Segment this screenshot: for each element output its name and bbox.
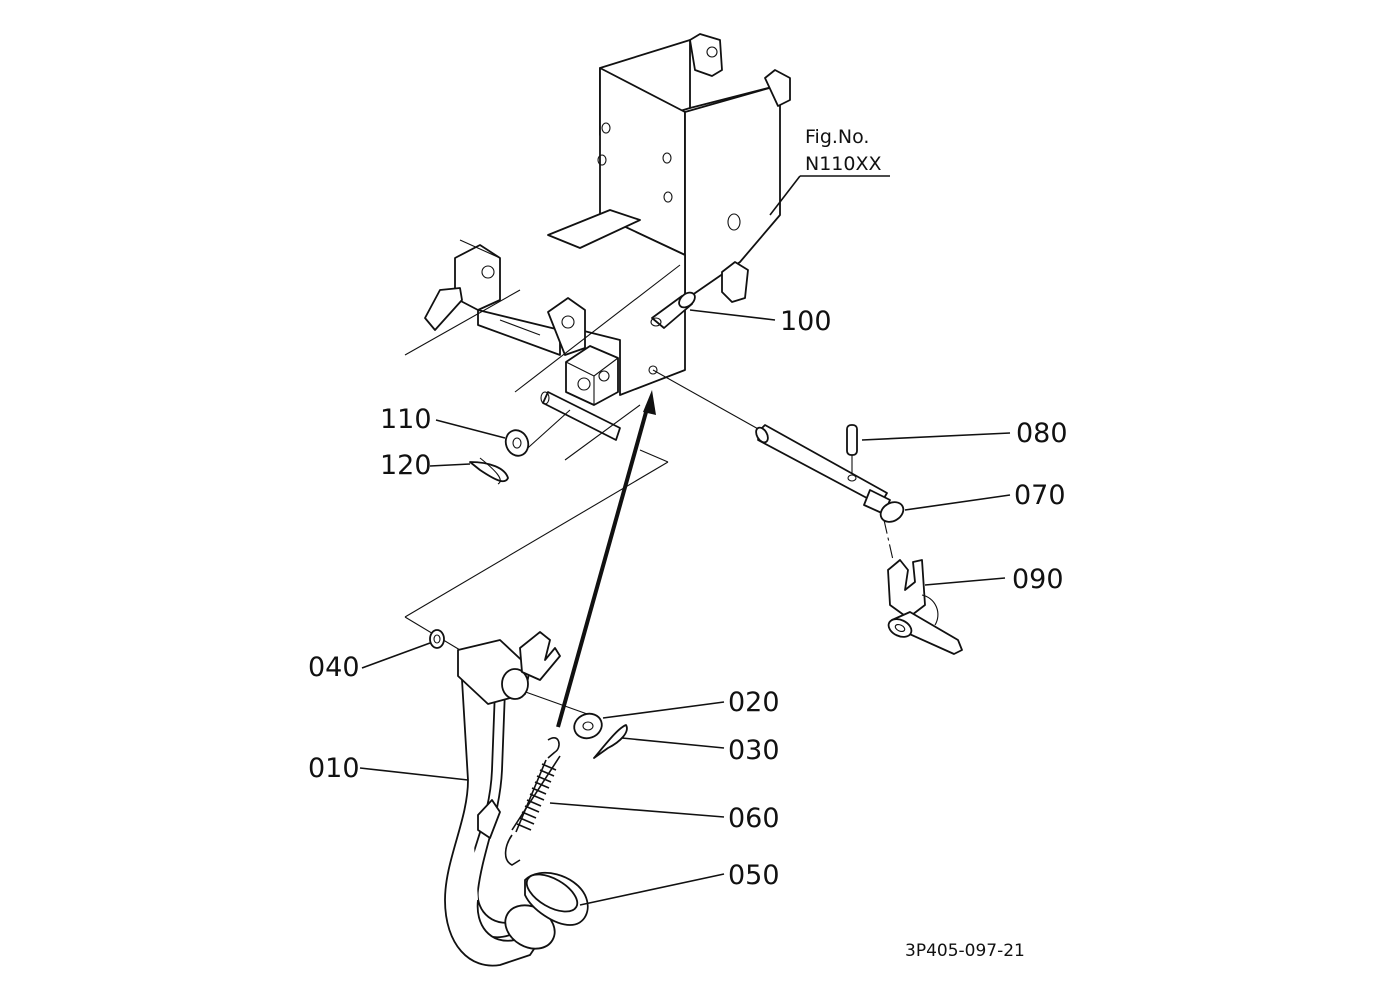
callout-080: 080 [1016, 418, 1068, 449]
clip-120 [469, 457, 509, 485]
rod-070 [755, 424, 905, 523]
fig-no-label: Fig.No. [805, 126, 869, 148]
callout-030: 030 [728, 735, 780, 766]
callout-100: 100 [780, 306, 832, 337]
spring-pin-080 [846, 424, 858, 456]
leader-lines [359, 175, 1011, 906]
callout-040: 040 [308, 652, 360, 683]
washer-040 [429, 629, 445, 649]
pedal-bracket-frame [424, 33, 791, 441]
spring-060 [504, 737, 561, 866]
pedal-pad-050 [504, 871, 589, 950]
fig-no-value: N110XX [805, 153, 882, 175]
yoke-090 [887, 559, 963, 655]
callout-060: 060 [728, 803, 780, 834]
link-rod [556, 390, 656, 728]
callout-070: 070 [1014, 480, 1066, 511]
callout-110: 110 [380, 404, 432, 435]
washer-020 [573, 712, 603, 740]
washer-110 [504, 429, 530, 457]
callout-020: 020 [728, 687, 780, 718]
callout-120: 120 [380, 450, 432, 481]
callout-090: 090 [1012, 564, 1064, 595]
callout-010: 010 [308, 753, 360, 784]
pedal-arm-010 [444, 631, 561, 967]
callout-050: 050 [728, 860, 780, 891]
drawing-code: 3P405-097-21 [905, 941, 1025, 961]
clip-030 [593, 724, 628, 759]
